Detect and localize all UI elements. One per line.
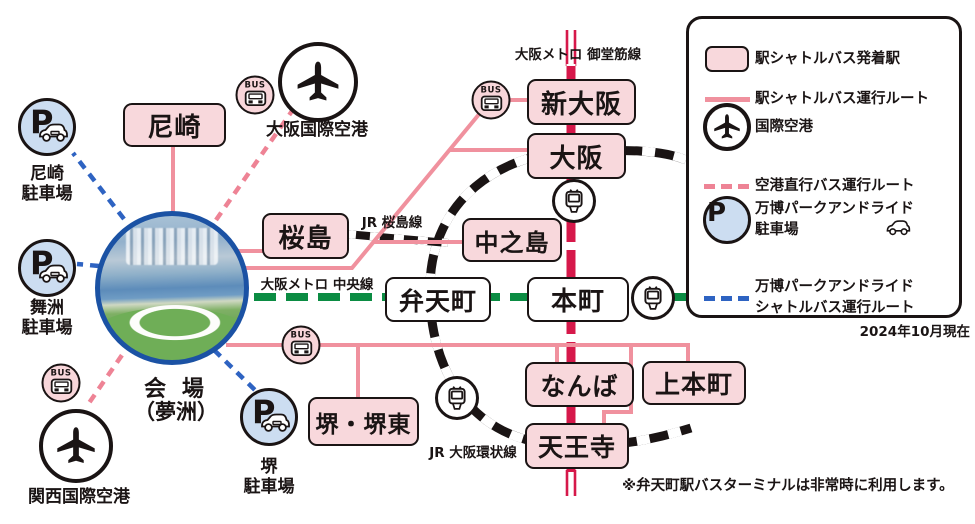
station-tennoji: 天王寺 — [525, 423, 629, 469]
parking-icon: P — [18, 239, 76, 297]
train-icon — [552, 179, 596, 223]
as-of-date: 2024年10月現在 — [859, 324, 970, 340]
train-icon — [631, 276, 675, 320]
station-bentencho: 弁天町 — [385, 277, 491, 322]
midosuji-line-label: 大阪メトロ 御堂筋線 — [514, 47, 642, 63]
bus-stop-icon: BUS — [41, 363, 81, 403]
train-icon — [435, 376, 479, 420]
bus-stop-icon: BUS — [281, 325, 321, 365]
airport-name-kansai: 関西国際空港 — [28, 487, 130, 507]
parking-name-amagasaki: 尼崎 — [30, 164, 64, 184]
station-osaka: 大阪 — [527, 133, 626, 179]
station-nakanoshima: 中之島 — [462, 218, 562, 262]
legend-item-pnr-route: 万博パークアンドライドシャトルバス運行ルート — [699, 277, 915, 319]
sakurajima-line-label: JR 桜島線 — [361, 215, 423, 231]
airport-bus-routes — [87, 109, 294, 405]
parking-icon: P — [240, 388, 298, 446]
station-uehommachi: 上本町 — [642, 361, 746, 405]
airport-route-swatch — [704, 184, 750, 189]
parking-icon: P — [703, 196, 911, 244]
park-and-ride-routes — [71, 151, 259, 394]
airplane-icon — [39, 409, 113, 483]
legend-item-park-and-ride: P 万博パークアンドライド駐車場 — [699, 196, 914, 244]
station-namba: なんば — [525, 362, 634, 407]
station-amagasaki: 尼崎 — [123, 103, 226, 147]
venue-aerial-photo — [95, 211, 249, 365]
bus-stop-icon: BUS — [235, 75, 275, 115]
station-sakurajima: 桜島 — [262, 213, 349, 259]
legend: 駅シャトルバス発着駅 駅シャトルバス運行ルート 国際空港 空港直行バス運行ルート — [686, 16, 962, 318]
pnr-route-swatch — [704, 295, 750, 301]
parking-name-sakai: 堺 — [260, 457, 278, 477]
station-hommachi: 本町 — [527, 277, 629, 322]
airplane-icon — [278, 42, 358, 122]
parking-name-amagasaki-2: 駐車場 — [21, 184, 73, 204]
venue-name-sub: （夢洲） — [134, 400, 218, 424]
shuttle-route-swatch — [704, 97, 750, 102]
station-shin-osaka: 新大阪 — [527, 79, 636, 125]
legend-item-airport: 国際空港 — [699, 103, 813, 151]
station-sakai-sakaihigashi: 堺・堺東 — [308, 397, 419, 446]
legend-item-shuttle-station: 駅シャトルバス発着駅 — [699, 46, 900, 72]
parking-name-maishima: 舞洲 — [30, 298, 64, 318]
parking-name-sakai-2: 駐車場 — [243, 477, 295, 497]
bus-stop-icon: BUS — [471, 80, 511, 120]
parking-icon: P — [18, 98, 76, 156]
chuo-line-label: 大阪メトロ 中央線 — [260, 277, 374, 293]
venue-name: 会 場 — [144, 377, 208, 402]
airport-name-itami: 大阪国際空港 — [266, 120, 368, 140]
airplane-icon — [703, 103, 751, 151]
legend-item-shuttle-route: 駅シャトルバス運行ルート — [699, 89, 929, 110]
legend-item-airport-route: 空港直行バス運行ルート — [699, 176, 915, 197]
loop-line-label: JR 大阪環状線 — [429, 445, 517, 461]
station-box-swatch — [705, 46, 749, 72]
bentencho-note: ※弁天町駅バスターミナルは非常時に利用します。 — [622, 478, 954, 494]
parking-name-maishima-2: 駐車場 — [21, 318, 73, 338]
